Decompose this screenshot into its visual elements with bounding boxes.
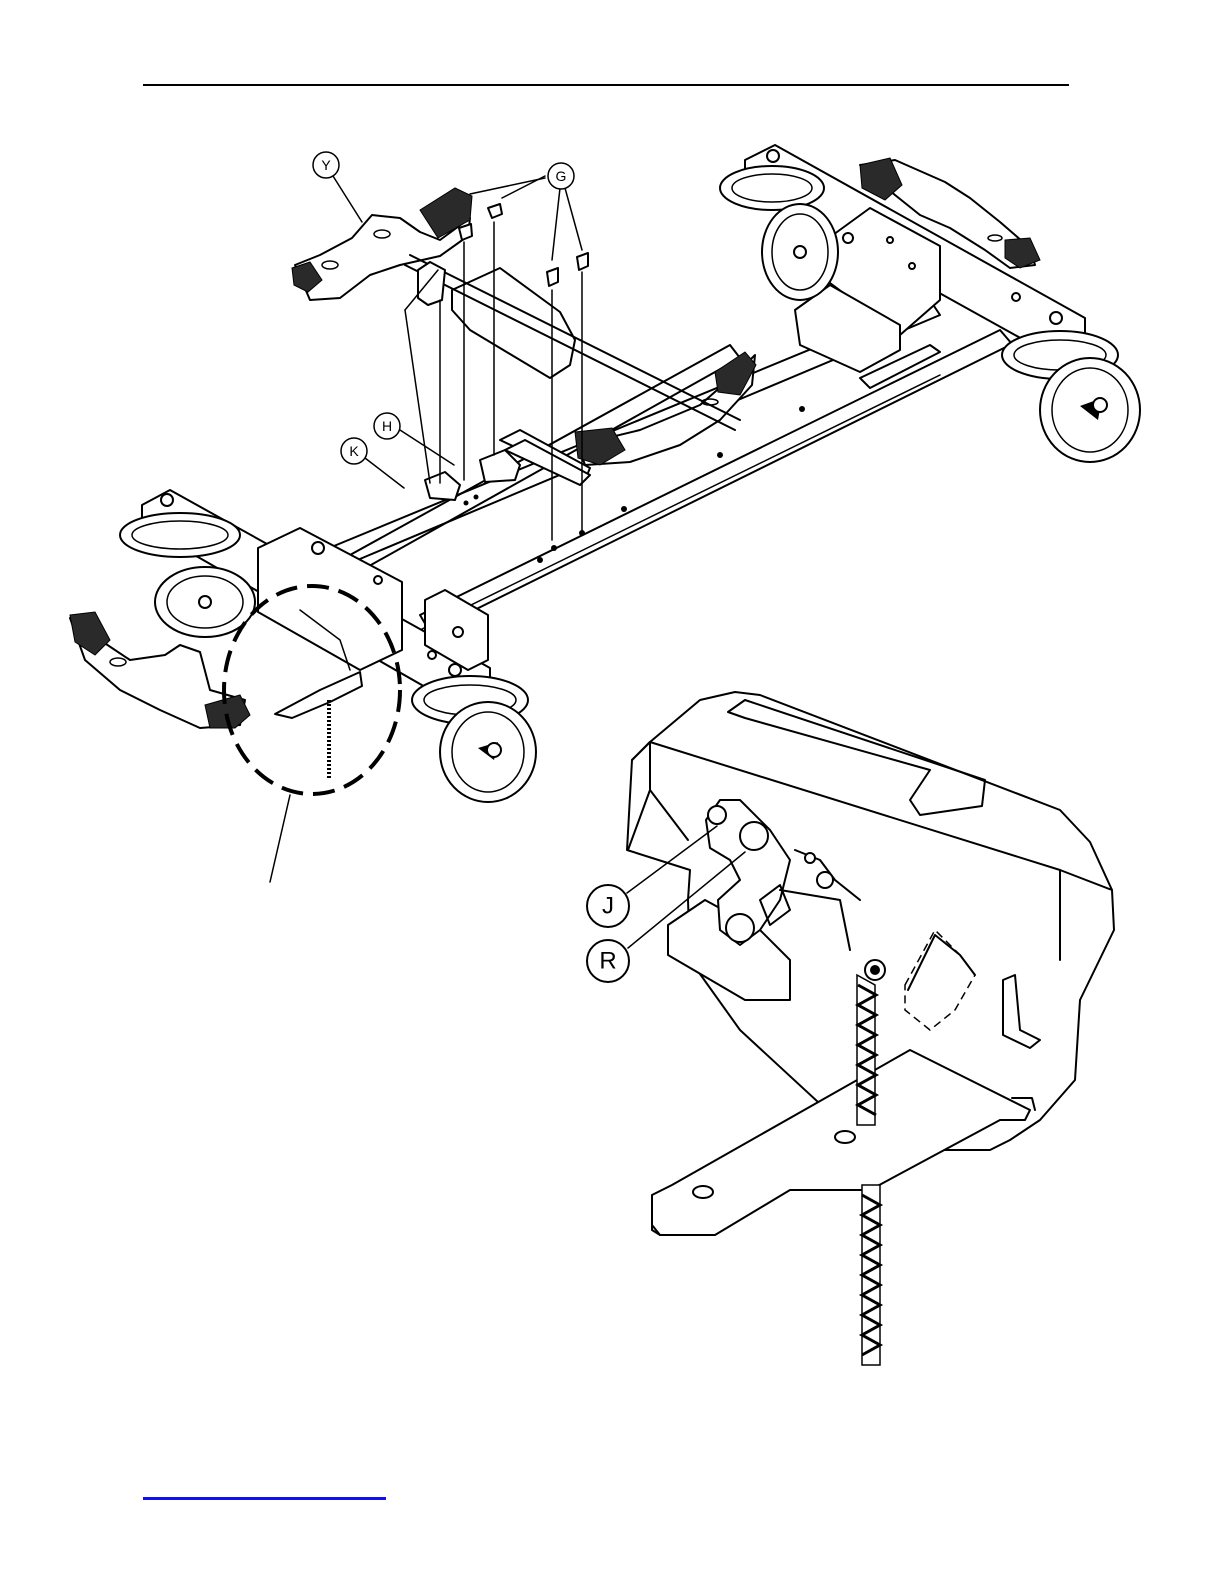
caster-front-left bbox=[120, 513, 255, 637]
callout-g-label: G bbox=[556, 168, 567, 184]
detail-view bbox=[627, 692, 1114, 1365]
callout-k-label: K bbox=[349, 443, 359, 459]
callout-r: R bbox=[587, 940, 629, 982]
callout-h-label: H bbox=[382, 418, 392, 434]
caster-rear-right bbox=[1002, 331, 1140, 462]
brake-mechanism bbox=[405, 255, 740, 500]
callout-j: J bbox=[587, 885, 629, 927]
footer-link[interactable] bbox=[143, 1497, 386, 1500]
callout-j-label: J bbox=[602, 893, 614, 920]
caster-front-right bbox=[412, 676, 536, 802]
callout-h: H bbox=[374, 413, 400, 439]
casters bbox=[120, 166, 1140, 802]
callout-k: K bbox=[341, 438, 367, 464]
frame-assembly bbox=[142, 145, 1085, 708]
callout-y-label: Y bbox=[321, 157, 331, 173]
front-housing bbox=[258, 528, 402, 670]
callout-y: Y bbox=[313, 152, 339, 178]
screws-g bbox=[459, 204, 588, 286]
caster-rear-left bbox=[720, 166, 838, 300]
callout-r-label: R bbox=[599, 948, 616, 975]
pedal-y bbox=[292, 188, 472, 300]
callout-g: G bbox=[548, 163, 574, 189]
